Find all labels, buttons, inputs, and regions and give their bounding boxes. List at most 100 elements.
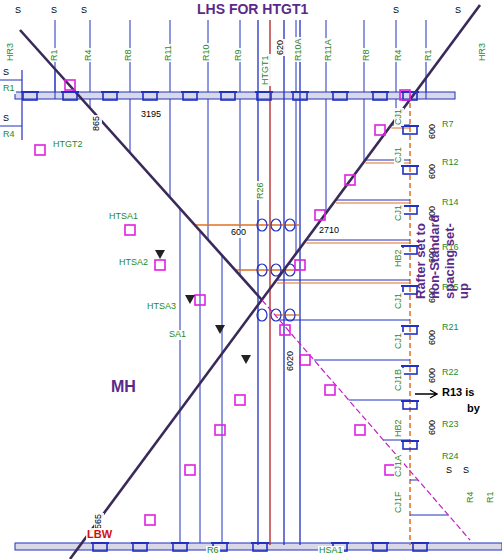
member-line (130, 99, 131, 153)
connector-square (345, 175, 355, 185)
dimension-label: S (50, 6, 58, 16)
plan-title: LHS FOR HTGT1 (196, 2, 309, 17)
member-label: SA1 (168, 330, 187, 340)
member-label: CJ1 (394, 108, 404, 126)
member-label: R26 (256, 181, 266, 200)
tie-circle (271, 309, 281, 321)
member-label: HTGT2 (52, 140, 84, 150)
member-label: R12 (441, 158, 460, 168)
member-line (410, 480, 418, 481)
member-line (279, 320, 410, 321)
member-label: R11A (324, 38, 334, 62)
dimension-label: S (80, 6, 88, 16)
member-line (306, 243, 410, 244)
member-line (0, 80, 22, 81)
member-line (170, 99, 171, 197)
member-label: CJ1 (394, 204, 404, 222)
member-line (275, 314, 300, 315)
member-label: HR3 (6, 42, 16, 62)
hanger-symbol (373, 92, 387, 100)
tie-circle (285, 309, 295, 321)
hip-line (20, 30, 262, 300)
hanger-symbol (403, 166, 417, 174)
member-line (195, 224, 300, 225)
member-line (296, 99, 297, 254)
hanger-symbol (403, 441, 417, 449)
member-label: LBW (86, 528, 113, 540)
hanger-lip (331, 542, 349, 544)
member-label: CJ1B (394, 368, 404, 392)
hanger-lip (181, 91, 199, 93)
dimension-label: 600 (428, 123, 438, 140)
member-label: R14 (441, 198, 460, 208)
connector-square (185, 465, 195, 475)
hip-support-symbol (215, 325, 225, 334)
member-line (222, 255, 223, 543)
member-line (240, 99, 241, 275)
dimension-label: S (445, 466, 453, 476)
connector-square (125, 225, 135, 235)
connector-square (300, 355, 310, 365)
member-line (180, 209, 181, 543)
member-label: R24 (441, 452, 460, 462)
connector-square (355, 425, 365, 435)
connector-square (280, 325, 290, 335)
dimension-label: 600 (428, 329, 438, 346)
member-label: R7 (441, 120, 455, 130)
hanger-lip (101, 91, 119, 93)
hanger-lip (371, 91, 389, 93)
hanger-symbol (413, 543, 427, 551)
valley-line (262, 300, 470, 540)
member-label: R11 (164, 44, 174, 62)
dimension-label: 600 (428, 163, 438, 180)
dimension-label: 6020 (286, 350, 296, 372)
dimension-label: 865 (92, 115, 102, 132)
hanger-symbol (257, 92, 271, 100)
member-line (277, 283, 410, 284)
member-label: HTSA1 (108, 212, 139, 222)
connector-square (295, 260, 305, 270)
member-line (426, 78, 427, 99)
hanger-lip (331, 91, 349, 93)
dimension-label: 600 (428, 419, 438, 436)
member-label: CJ1A (394, 454, 404, 478)
hip-line (70, 5, 480, 559)
hanger-lip (211, 542, 229, 544)
tie-circle (271, 219, 281, 231)
connector-square (215, 425, 225, 435)
member-line (391, 128, 410, 129)
hip-support-symbol (155, 250, 165, 259)
tie-circle (257, 309, 267, 321)
member-label: R9 (234, 48, 244, 62)
hanger-symbol (403, 326, 417, 334)
member-line (277, 280, 410, 281)
connector-square (235, 395, 245, 405)
member-line (336, 200, 410, 201)
hanger-lip (131, 542, 149, 544)
dimension-label: S (392, 6, 400, 16)
hanger-symbol (143, 92, 157, 100)
note-arrow (415, 390, 437, 398)
member-label: R4 (84, 48, 94, 62)
note-text: by (466, 402, 481, 414)
hanger-symbol (373, 543, 387, 551)
member-label: R8 (362, 48, 372, 62)
hanger-lip (251, 542, 269, 544)
hanger-symbol (403, 401, 417, 409)
connector-square (400, 90, 410, 100)
hanger-lip (91, 542, 109, 544)
hanger-symbol (63, 92, 77, 100)
hanger-lip (141, 91, 159, 93)
member-label: HR3 (478, 42, 488, 62)
connector-square (35, 145, 45, 155)
member-line (364, 99, 365, 162)
hanger-lip (255, 91, 273, 93)
member-line (349, 400, 410, 401)
dimension-label: 600 (230, 228, 247, 238)
hanger-lip (401, 365, 419, 367)
tie-circle (257, 219, 267, 231)
member-label: HTSA2 (118, 258, 149, 268)
member-line (326, 99, 327, 213)
dimension-label: S (454, 6, 462, 16)
